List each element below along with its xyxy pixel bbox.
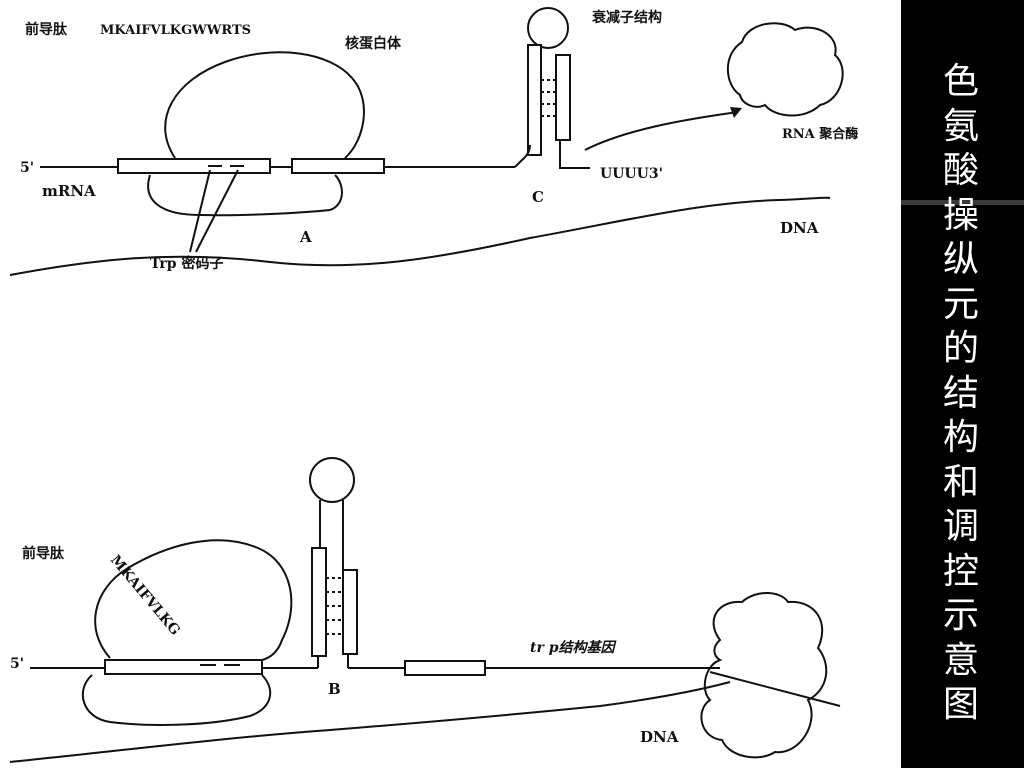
side-divider xyxy=(901,200,1024,205)
bottom-diagram xyxy=(9,457,841,763)
gene-box-top xyxy=(291,158,385,174)
label-a: A xyxy=(299,228,312,246)
attenuator-label: 衰减子结构 xyxy=(591,9,662,26)
diagram-panel: 前导肽 MKAIFVLKGWWRTS 核蛋白体 衰减子结构 RNA 聚合酶 5'… xyxy=(0,0,901,768)
trp-gene-label: tr p结构基因 xyxy=(530,639,618,656)
attenuator-stem-left-top xyxy=(527,44,542,156)
stem-loop-circle-bottom xyxy=(309,457,355,503)
gene-box-bottom xyxy=(404,660,486,676)
top-diagram xyxy=(9,7,844,276)
side-panel: 色氨酸操纵元的结构和调控示意图 xyxy=(901,0,1024,768)
trp-codon-pointer-2 xyxy=(195,169,239,253)
rna-polymerase-label: RNA 聚合酶 xyxy=(782,126,858,142)
attenuator-loop-top xyxy=(527,7,569,49)
rna-polymerase-top xyxy=(726,22,844,117)
leader-peptide-label-bottom: 前导肽 xyxy=(22,545,65,562)
leader-coding-box-bottom xyxy=(104,659,263,675)
leader-peptide-sequence-top: MKAIFVLKGWWRTS xyxy=(100,23,251,38)
trp-operon-diagram: 前导肽 MKAIFVLKGWWRTS 核蛋白体 衰减子结构 RNA 聚合酶 5'… xyxy=(9,7,858,763)
uuuu-tail-line xyxy=(559,140,590,169)
leader-coding-box-top xyxy=(117,158,271,174)
slide-title: 色氨酸操纵元的结构和调控示意图 xyxy=(942,61,979,725)
ribosome-small-subunit-bottom xyxy=(81,674,272,726)
dna-label-bottom: DNA xyxy=(640,728,679,746)
ribosome-small-subunit-top xyxy=(147,174,343,217)
ribosome-large-subunit-bottom xyxy=(94,539,293,661)
polymerase-dna-line xyxy=(709,671,841,707)
mrna-label: mRNA xyxy=(42,182,96,200)
attenuator-bend-top xyxy=(514,144,531,168)
stem-loop-stem-to-loop xyxy=(319,500,344,570)
rna-polymerase-bottom xyxy=(700,592,828,759)
dna-strand-bottom xyxy=(9,681,731,763)
attenuator-stem-right-top xyxy=(555,54,571,141)
uuuu-label: UUUU3' xyxy=(600,166,663,182)
ribosome-label: 核蛋白体 xyxy=(345,35,402,52)
label-b: B xyxy=(328,680,341,698)
stem-loop-right-bottom xyxy=(342,569,358,655)
dna-label-top: DNA xyxy=(780,219,819,237)
transcript-arrow-curve xyxy=(584,111,739,151)
trp-codon-label: Trp 密码子 xyxy=(150,255,223,272)
transcript-arrowhead xyxy=(730,107,742,118)
stem-loop-left-bottom xyxy=(311,547,327,657)
leader-peptide-sequence-bottom: MKAIFVLKG xyxy=(107,552,183,638)
five-prime-label-top: 5' xyxy=(20,160,34,176)
dna-strand-top xyxy=(9,196,831,276)
label-c: C xyxy=(532,188,544,206)
trp-codon-pointer-1 xyxy=(189,169,211,253)
ribosome-large-subunit-top xyxy=(164,51,365,159)
leader-peptide-label-top: 前导肽 xyxy=(25,21,68,38)
five-prime-label-bottom: 5' xyxy=(10,656,24,672)
